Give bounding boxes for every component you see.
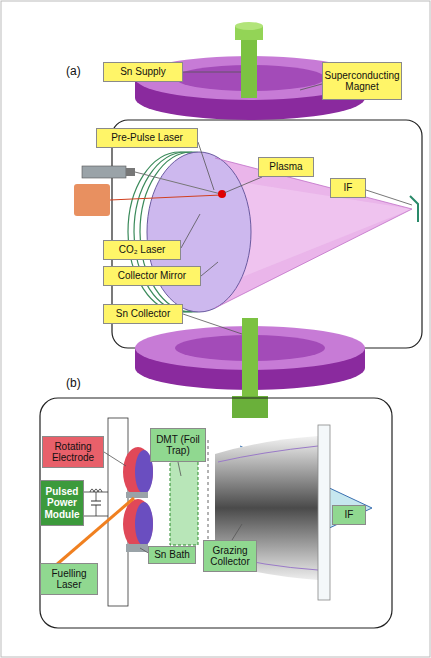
label-text: Superconducting Magnet — [324, 70, 399, 93]
shell-line — [218, 446, 318, 462]
label-text: CO₂ Laser — [119, 244, 166, 256]
label-box: CO₂ Laser — [103, 240, 181, 260]
leader-line — [104, 452, 126, 466]
label-text: IF — [345, 509, 354, 521]
tin-supply-cap — [235, 22, 263, 30]
label-box: IF — [330, 178, 366, 198]
if-mark — [410, 196, 418, 222]
leader-line — [178, 462, 181, 476]
circuit-wire — [96, 505, 97, 516]
leader-line — [201, 262, 218, 276]
leader-line — [366, 190, 412, 205]
tin-bath — [126, 492, 148, 498]
label-box: Collector Mirror — [103, 266, 201, 286]
leader-line — [198, 142, 214, 190]
leader-line — [181, 214, 200, 248]
laser-beam — [135, 172, 221, 194]
label-box: Plasma — [258, 157, 314, 177]
leader-line — [300, 84, 322, 90]
label-text: Sn Collector — [116, 308, 170, 320]
tin-collector-box — [232, 396, 268, 418]
window-plate — [318, 425, 330, 600]
leader-line — [232, 524, 242, 540]
label-box: DMT (Foil Trap) — [150, 428, 206, 462]
tin-supply-rod — [241, 36, 257, 98]
label-text: Collector Mirror — [118, 270, 186, 282]
label-box: Pre-Pulse Laser — [96, 128, 198, 148]
label-box: Grazing Collector — [203, 540, 257, 572]
co2-laser-device — [74, 184, 110, 216]
label-box: Sn Bath — [148, 546, 196, 564]
label-box: Pulsed Power Module — [40, 480, 84, 526]
electrode-disc — [123, 447, 153, 497]
label-box: Fuelling Laser — [40, 563, 98, 595]
circuit-wire — [96, 492, 97, 501]
label-text: Sn Supply — [120, 66, 166, 78]
collector-mirror — [147, 152, 251, 312]
electrode-disc — [123, 499, 153, 549]
leader-line — [183, 72, 241, 73]
leader-line — [224, 177, 262, 193]
label-text: IF — [344, 182, 353, 194]
electrode-disc — [135, 502, 153, 546]
label-text: Rotating Electrode — [45, 441, 101, 464]
label-text: Pre-Pulse Laser — [111, 132, 183, 144]
label-text: Pulsed Power Module — [43, 486, 81, 521]
foil-trap — [170, 455, 198, 545]
coil-symbol — [90, 489, 102, 492]
label-box: Rotating Electrode — [42, 436, 104, 468]
label-box: Sn Collector — [103, 304, 183, 324]
cone-edge — [215, 158, 412, 308]
source-outline — [40, 398, 392, 628]
panel-letter: (a) — [66, 64, 81, 78]
plasma-point — [218, 190, 226, 198]
label-box: IF — [332, 505, 366, 525]
tin-collector-rod — [242, 318, 258, 400]
label-box: Sn Supply — [103, 62, 183, 82]
leader-line — [183, 314, 242, 334]
label-text: Fuelling Laser — [43, 568, 95, 591]
panel-letter: (b) — [66, 376, 81, 390]
label-box: Superconducting Magnet — [322, 62, 402, 100]
label-text: Sn Bath — [154, 549, 190, 561]
label-text: Plasma — [269, 161, 302, 173]
pre-pulse-laser-device — [82, 166, 126, 178]
laser-beam — [110, 195, 221, 200]
pre-pulse-laser-device — [126, 168, 135, 176]
label-text: DMT (Foil Trap) — [153, 434, 203, 457]
label-text: Grazing Collector — [206, 545, 254, 568]
capacitor-symbol — [91, 501, 101, 502]
chamber-outline — [112, 120, 422, 348]
